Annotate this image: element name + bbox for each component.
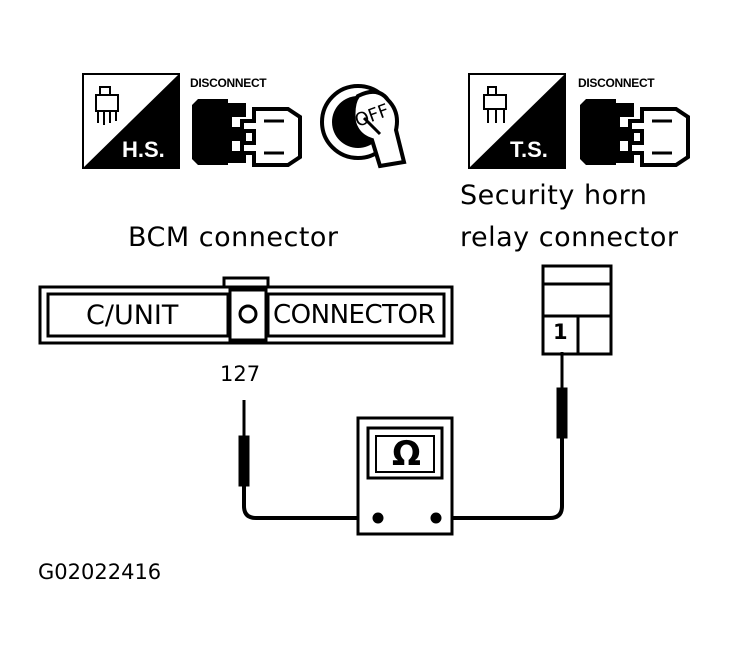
security-horn-label-line1: Security horn [460,180,648,211]
terminal-1-label: 1 [553,320,568,344]
ignition-off-icon: OFF [318,78,413,170]
hand-switch-icon: H.S. [82,73,180,169]
figure-id: G02022416 [38,560,162,584]
hs-text: H.S. [122,137,165,162]
ts-text: T.S. [510,137,548,162]
disconnect-label: DISCONNECT [578,76,655,90]
disconnect-label: DISCONNECT [190,76,267,90]
ohm-symbol: Ω [392,434,421,474]
probe-lead-right [437,352,568,520]
security-horn-label-line2: relay connector [460,222,679,253]
connector-label: CONNECTOR [273,300,436,330]
disconnect-icon: DISCONNECT [190,73,306,173]
bcm-pin-127 [238,304,258,324]
bcm-connector-label: BCM connector [128,222,339,253]
disconnect-icon: DISCONNECT [578,73,694,173]
c-unit-label: C/UNIT [86,300,179,331]
test-switch-icon: T.S. [468,73,566,169]
terminal-127-label: 127 [220,362,261,386]
probe-lead-left [238,400,378,520]
